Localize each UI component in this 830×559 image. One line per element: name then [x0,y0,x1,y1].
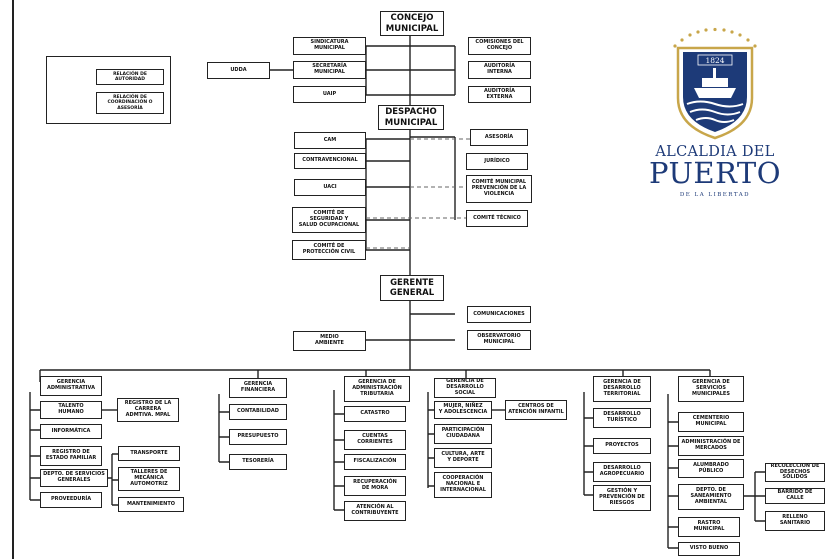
udda-box[interactable]: UDDA [207,62,270,79]
barrido-box[interactable]: BARRIDO DE CALLE [765,488,825,504]
recuperacion-mora-box[interactable]: RECUPERACIÓN DE MORA [344,476,406,496]
gerencia-servicios-box[interactable]: GERENCIA DE SERVICIOS MUNICIPALES [678,376,744,402]
registro-carrera-box[interactable]: REGISTRO DE LA CARRERA ADMTIVA. MPAL [117,398,179,422]
logo-line2: PUERTO [648,156,782,190]
visto-bueno-box[interactable]: VISTO BUENO [678,542,740,556]
gerencia-tributaria-box[interactable]: GERENCIA DE ADMINISTRACIÓN TRIBUTARIA [344,376,410,402]
contravencional-box[interactable]: CONTRAVENCIONAL [294,153,366,169]
juridico-box[interactable]: JURÍDICO [466,153,528,170]
comite-seguridad-box[interactable]: COMITÉ DE SEGURIDAD Y SALUD OCUPACIONAL [292,207,366,233]
cultura-box[interactable]: CULTURA, ARTE Y DEPORTE [434,448,492,468]
informatica-box[interactable]: INFORMÁTICA [40,424,102,439]
centros-atencion-box[interactable]: CENTROS DE ATENCIÓN INFANTIL [505,400,567,420]
saneamiento-box[interactable]: DEPTO. DE SANEAMIENTO AMBIENTAL [678,484,744,510]
despacho-municipal-box[interactable]: DESPACHO MUNICIPAL [378,105,444,130]
observatorio-box[interactable]: OBSERVATORIO MUNICIPAL [467,330,531,350]
cam-box[interactable]: CAM [294,132,366,149]
alumbrado-box[interactable]: ALUMBRADO PÚBLICO [678,459,744,478]
proveeduria-box[interactable]: PROVEEDURÍA [40,492,102,508]
legend-authority-label: RELACIÓN DE AUTORIDAD [96,69,164,85]
comite-proteccion-box[interactable]: COMITÉ DE PROTECCIÓN CIVIL [292,240,366,260]
page-left-border [12,0,14,559]
relleno-box[interactable]: RELLENO SANITARIO [765,511,825,531]
mercados-box[interactable]: ADMINISTRACIÓN DE MERCADOS [678,436,744,456]
secretaria-box[interactable]: SECRETARÍA MUNICIPAL [293,61,366,79]
catastro-box[interactable]: CATASTRO [344,406,406,422]
comite-tecnico-box[interactable]: COMITÉ TÉCNICO [466,210,528,227]
logo-line1: ALCALDIA DEL [655,144,775,160]
registro-familiar-box[interactable]: REGISTRO DE ESTADO FAMILIAR [40,446,102,466]
recoleccion-box[interactable]: RECOLECCIÓN DE DESECHOS SÓLIDOS [765,463,825,482]
mujer-ninez-box[interactable]: MUJER, NIÑEZ Y ADOLESCENCIA [434,401,492,419]
medio-ambiente-box[interactable]: MEDIO AMBIENTE [293,331,366,351]
proyectos-box[interactable]: PROYECTOS [593,438,651,454]
auditoria-externa-box[interactable]: AUDITORÍA EXTERNA [468,86,531,103]
atencion-contribuyente-box[interactable]: ATENCIÓN AL CONTRIBUYENTE [344,501,406,521]
participacion-box[interactable]: PARTICIPACIÓN CIUDADANA [434,424,492,444]
comisiones-box[interactable]: COMISIONES DEL CONCEJO [468,37,531,55]
asesoria-box[interactable]: ASESORÍA [470,129,528,146]
alcaldia-logo: 1824 ALCALDIA DEL PUERTO DE LA LIBERTAD [640,26,790,198]
comite-violencia-box[interactable]: COMITÉ MUNICIPAL PREVENCIÓN DE LA VIOLEN… [466,175,532,203]
tesoreria-box[interactable]: TESORERÍA [229,454,287,470]
gestion-riesgos-box[interactable]: GESTIÓN Y PREVENCIÓN DE RIESGOS [593,485,651,511]
mantenimiento-box[interactable]: MANTENIMIENTO [118,497,184,512]
svg-text:1824: 1824 [705,56,724,65]
gerencia-administrativa-box[interactable]: GERENCIA ADMINISTRATIVA [40,376,102,396]
auditoria-interna-box[interactable]: AUDITORÍA INTERNA [468,61,531,79]
talento-humano-box[interactable]: TALENTO HUMANO [40,401,102,419]
contabilidad-box[interactable]: CONTABILIDAD [229,404,287,420]
cooperacion-box[interactable]: COOPERACIÓN NACIONAL E INTERNACIONAL [434,472,492,498]
gerencia-financiera-box[interactable]: GERENCIA FINANCIERA [229,378,287,398]
talleres-box[interactable]: TALLERES DE MECÁNICA AUTOMOTRIZ [118,467,180,491]
desarrollo-turistico-box[interactable]: DESARROLLO TURÍSTICO [593,408,651,428]
desarrollo-agropecuario-box[interactable]: DESARROLLO AGROPECUARIO [593,462,651,482]
legend-coordination-label: RELACIÓN DE COORDINACIÓN O ASESORÍA [96,92,164,114]
logo-line3: DE LA LIBERTAD [679,192,751,198]
uaip-box[interactable]: UAIP [293,86,366,103]
comunicaciones-box[interactable]: COMUNICACIONES [467,306,531,323]
sindicatura-box[interactable]: SINDICATURA MUNICIPAL [293,37,366,55]
uaci-box[interactable]: UACI [294,179,366,196]
gerencia-social-box[interactable]: GERENCIA DE DESARROLLO SOCIAL [434,378,496,398]
transporte-box[interactable]: TRANSPORTE [118,446,180,461]
presupuesto-box[interactable]: PRESUPUESTO [229,429,287,445]
gerente-general-box[interactable]: GERENTE GENERAL [380,275,444,301]
rastro-box[interactable]: RASTRO MUNICIPAL [678,517,740,537]
cementerio-box[interactable]: CEMENTERIO MUNICIPAL [678,412,744,432]
fiscalizacion-box[interactable]: FISCALIZACIÓN [344,454,406,470]
servicios-generales-box[interactable]: DEPTO. DE SERVICIOS GENERALES [40,469,108,487]
ship-shield-icon: 1824 [673,27,757,140]
gerencia-territorial-box[interactable]: GERENCIA DE DESARROLLO TERRITORIAL [593,376,651,402]
cuentas-corrientes-box[interactable]: CUENTAS CORRIENTES [344,430,406,450]
concejo-municipal-box[interactable]: CONCEJO MUNICIPAL [380,11,444,36]
